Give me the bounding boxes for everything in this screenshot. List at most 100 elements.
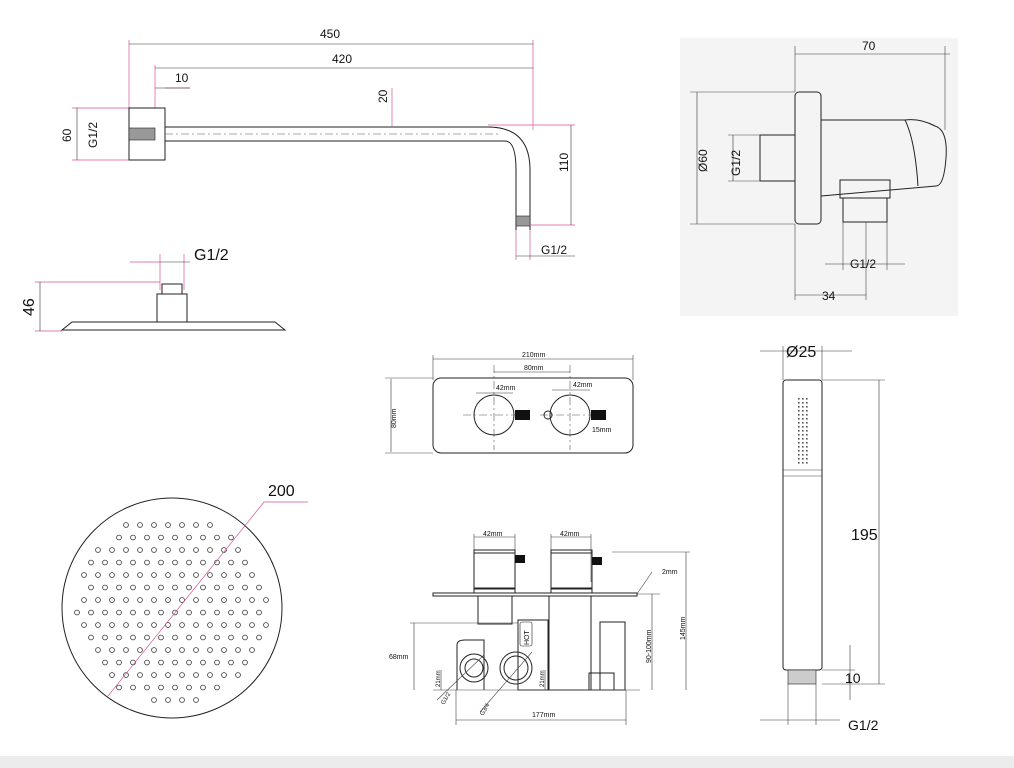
valve-body-drawing: 42mm 42mm 2mm 145mm 90-100mm 68mm 21mm 2… xyxy=(389,531,690,725)
valve-left-knob-label: 42mm xyxy=(483,531,503,538)
spray-hole xyxy=(802,446,804,448)
nozzle-dot xyxy=(249,572,255,578)
spray-hole xyxy=(798,430,800,432)
spray-hole xyxy=(798,434,800,436)
nozzle-dot xyxy=(137,672,143,678)
footer-strip xyxy=(0,756,1014,768)
nozzle-dot xyxy=(221,672,227,678)
nozzle-dot xyxy=(130,684,136,691)
nozzle-dots xyxy=(74,522,269,703)
nozzle-dot xyxy=(200,559,206,566)
right-knob-label: 42mm xyxy=(573,382,593,389)
nozzle-dot xyxy=(165,697,171,703)
nozzle-dot xyxy=(130,634,136,641)
control-plate-drawing: 210mm 80mm 42mm 42mm 15mm 80mm xyxy=(385,352,634,454)
nozzle-dot xyxy=(221,547,227,553)
spray-holes xyxy=(798,398,808,464)
body-height-label: 68mm xyxy=(389,654,409,661)
nozzle-dot xyxy=(172,609,178,616)
nozzle-dot xyxy=(123,622,129,628)
knob-spacing-label: 80mm xyxy=(524,365,544,372)
nozzle-dot xyxy=(221,622,227,628)
nozzle-dot xyxy=(179,622,185,628)
nozzle-dot xyxy=(249,597,255,603)
lever-label: 15mm xyxy=(592,427,612,434)
nozzle-dot xyxy=(109,597,115,603)
nozzle-dot xyxy=(123,522,129,528)
nozzle-dot xyxy=(109,622,115,628)
nozzle-dot xyxy=(228,634,234,641)
handset-diameter: Ø25 xyxy=(786,344,816,361)
nozzle-dot xyxy=(165,647,171,653)
nozzle-dot xyxy=(228,609,234,616)
nozzle-dot xyxy=(151,622,157,628)
dim-60: 60 xyxy=(60,128,74,142)
spray-hole xyxy=(806,458,808,460)
spray-hole xyxy=(806,450,808,452)
nozzle-dot xyxy=(137,522,143,528)
nozzle-dot xyxy=(228,534,234,541)
nozzle-dot xyxy=(109,647,115,653)
nozzle-dot xyxy=(242,634,248,641)
nozzle-dot xyxy=(165,672,171,678)
nozzle-dot xyxy=(165,547,171,553)
spray-hole xyxy=(798,458,800,460)
spray-hole xyxy=(806,426,808,428)
nozzle-dot xyxy=(95,572,101,578)
outlet-thread-label-bracket: G1/2 xyxy=(850,257,876,271)
spray-hole xyxy=(806,446,808,448)
nozzle-dot xyxy=(263,597,269,603)
spray-hole xyxy=(798,442,800,444)
dim-46: 46 xyxy=(21,298,38,316)
nozzle-dot xyxy=(235,572,241,578)
nozzle-dot xyxy=(200,609,206,616)
nozzle-dot xyxy=(235,547,241,553)
spray-hole xyxy=(798,422,800,424)
total-depth-label: 145mm xyxy=(680,616,687,640)
spray-hole xyxy=(806,422,808,424)
nozzle-dot xyxy=(102,609,108,616)
nozzle-dot xyxy=(172,534,178,541)
nozzle-dot xyxy=(249,622,255,628)
hot-thread-label: G3/4 xyxy=(480,702,492,717)
spray-hole xyxy=(798,438,800,440)
head-thread-label: G1/2 xyxy=(194,247,229,264)
cold-thread-label: G1/2 xyxy=(441,691,453,706)
spray-hole xyxy=(806,414,808,416)
nozzle-dot xyxy=(158,559,164,566)
nozzle-dot xyxy=(179,672,185,678)
spray-hole xyxy=(802,410,804,412)
plate-height-label: 80mm xyxy=(391,408,398,428)
nozzle-dot xyxy=(228,584,234,591)
nozzle-dot xyxy=(214,534,220,541)
nozzle-dot xyxy=(228,659,234,666)
inlet-thread-label: G1/2 xyxy=(729,150,743,176)
nozzle-dot xyxy=(214,634,220,641)
nozzle-dot xyxy=(186,584,192,591)
nozzle-dot xyxy=(256,634,262,641)
plate-width-label: 210mm xyxy=(522,352,546,359)
spray-hole xyxy=(802,426,804,428)
spray-hole xyxy=(798,446,800,448)
nozzle-dot xyxy=(74,609,80,616)
handset-thread-length: 10 xyxy=(845,670,861,686)
nozzle-dot xyxy=(235,622,241,628)
nozzle-dot xyxy=(123,647,129,653)
dim-420: 420 xyxy=(332,52,352,66)
nozzle-dot xyxy=(193,647,199,653)
nozzle-dot xyxy=(165,597,171,603)
nozzle-dot xyxy=(151,697,157,703)
nozzle-dot xyxy=(116,659,122,666)
nozzle-dot xyxy=(151,672,157,678)
nozzle-dot xyxy=(207,522,213,528)
nozzle-dot xyxy=(228,559,234,566)
nozzle-dot xyxy=(186,684,192,691)
nozzle-dot xyxy=(116,609,122,616)
spray-hole xyxy=(806,438,808,440)
nozzle-dot xyxy=(158,609,164,616)
nozzle-dot xyxy=(242,659,248,666)
nozzle-dot xyxy=(144,634,150,641)
nozzle-dot xyxy=(263,622,269,628)
nozzle-dot xyxy=(172,584,178,591)
